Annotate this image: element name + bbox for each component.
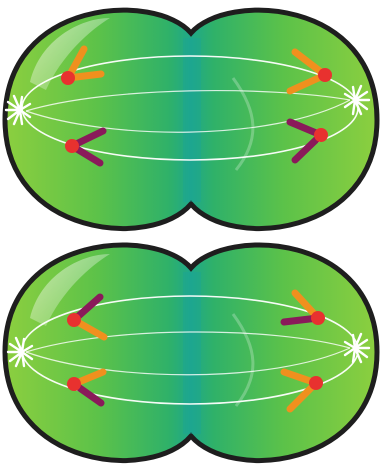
top-cell [5, 10, 377, 228]
bottom-cell-body [5, 245, 377, 460]
bottom-cell [5, 245, 377, 460]
top-cell-body [5, 10, 377, 228]
